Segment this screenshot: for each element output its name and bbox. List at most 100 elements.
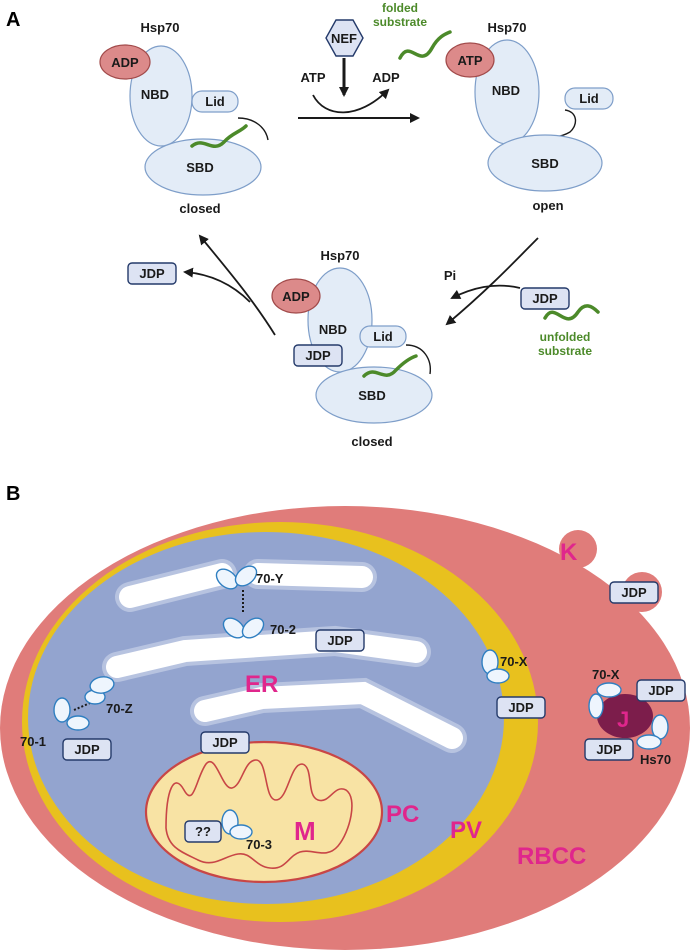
jdp-box-bound [293,344,343,367]
label-k: K [560,539,578,566]
label-pc: PC [386,801,419,828]
lid-linker-open [539,109,577,139]
mito-cristae [165,759,353,869]
hsp70-2-b [241,617,265,639]
jdp-label-k: JDP [621,585,647,600]
atp-bound-label: ATP [457,53,482,68]
pi-arrow [450,284,521,299]
hsp70-y-a [215,568,239,590]
release-arrow [198,234,276,336]
folded-label-2: substrate [373,15,427,29]
state-open: open [532,198,563,213]
hsp70-3-b [229,824,253,840]
label-hs70: Hs70 [640,752,671,767]
jdp-box-er [315,629,365,652]
state-closed-2: closed [351,434,392,449]
nbd-label: NBD [141,87,169,102]
substrate-loading-step: Pi JDP unfolded substrate [444,237,600,358]
sbd-domain-3 [315,366,433,424]
adp-released-label: ADP [372,70,400,85]
chaperones [53,565,510,840]
label-70-x-j: 70-X [592,667,620,682]
mitochondrion [144,740,384,884]
mito-outer-membrane [144,740,384,884]
jdp-label-j-bottom: JDP [596,742,622,757]
loading-arrow [445,237,539,326]
state-closed-1: closed [179,201,220,216]
hsp70-z-b [89,676,115,694]
jdp-label-j-top: JDP [648,683,674,698]
unfolded-label-1: unfolded [540,330,591,344]
hsp70-x-pv-b [486,668,510,684]
jdp-label-pc: JDP [212,735,238,750]
jdp-release-arrow [183,267,251,303]
jdp-label-bound: JDP [305,348,331,363]
hsp70-closed-jdp: Hsp70 ADP NBD Lid JDP SBD closed [271,248,433,449]
bound-substrate-3 [362,354,418,378]
jdp-box-j-top [636,679,686,702]
folded-substrate [398,30,452,60]
label-m: M [294,816,316,846]
unfolded-substrate [543,304,600,321]
label-70-z: 70-Z [106,701,133,716]
hsp70-open-atp: Hsp70 ATP NBD Lid SBD open [445,20,614,213]
label-70-3: 70-3 [246,837,272,852]
unknown-label-mito: ?? [195,824,211,839]
knob-1 [559,530,597,568]
hsp70-label-2: Hsp70 [487,20,526,35]
label-70-1: 70-1 [20,734,46,749]
jdp-label-pv: JDP [508,700,534,715]
folded-label-1: folded [382,1,418,15]
unknown-box-mito [184,820,222,843]
label-70-x-pv: 70-X [500,654,528,669]
sbd-label-3: SBD [358,388,385,403]
jdp-label-cyto: JDP [74,742,100,757]
hsp70-x-j-a [596,682,622,698]
nef-label: NEF [331,31,357,46]
hsp70-closed-adp: Hsp70 ADP NBD Lid SBD closed [99,20,269,216]
lid-label-3: Lid [373,329,393,344]
lid-domain [191,90,239,113]
sbd-domain-open [487,134,603,192]
jdp-box-loading [520,287,570,310]
atp-label: ATP [300,70,325,85]
jdp-boxes-b: JDP JDP JDP JDP JDP JDP JDP ?? [62,581,686,843]
lid-domain-3 [359,325,407,348]
unfolded-label-2: substrate [538,344,592,358]
label-rbcc: RBCC [517,843,586,870]
adp-nucleotide [99,44,151,80]
adp-label: ADP [111,55,139,70]
panel-a-label: A [6,9,20,31]
label-j: J [617,707,629,732]
hsp70-label-3: Hsp70 [320,248,359,263]
lid-label-open: Lid [579,91,599,106]
jdp-box-released [127,262,177,285]
label-er: ER [245,671,278,698]
jdp-label-er: JDP [327,633,353,648]
panel-b-label: B [6,483,20,505]
j-dot-complex [588,682,669,750]
label-70-2: 70-2 [270,622,296,637]
hsp70-x-j-b [588,693,604,719]
atp-adp-arrow [312,88,390,114]
compartment-labels: K ER J PC M PV RBCC [245,539,629,870]
hsp70-1-b [66,715,90,731]
hsp70-y-b [234,565,258,587]
chaperone-labels: 70-Y 70-2 70-X 70-Z 70-1 70-3 70-X Hs70 [20,571,671,852]
adp-label-3: ADP [282,289,310,304]
jdp-box-j-bottom [584,738,634,761]
dotted-link-z [73,702,91,711]
label-70-y: 70-Y [256,571,284,586]
bound-substrate [190,124,248,149]
nucleotide-exchange-step: NEF ATP ADP folded substrate [298,1,452,123]
jdp-release-step: JDP [127,234,276,336]
sbd-label: SBD [186,160,213,175]
lid-domain-open [564,87,614,110]
jdp-label-released: JDP [139,266,165,281]
atp-nucleotide [445,42,495,78]
nef-shape [325,19,364,57]
jdp-box-pv [496,696,546,719]
lid-label: Lid [205,94,225,109]
hsp70-1-a [53,697,71,723]
